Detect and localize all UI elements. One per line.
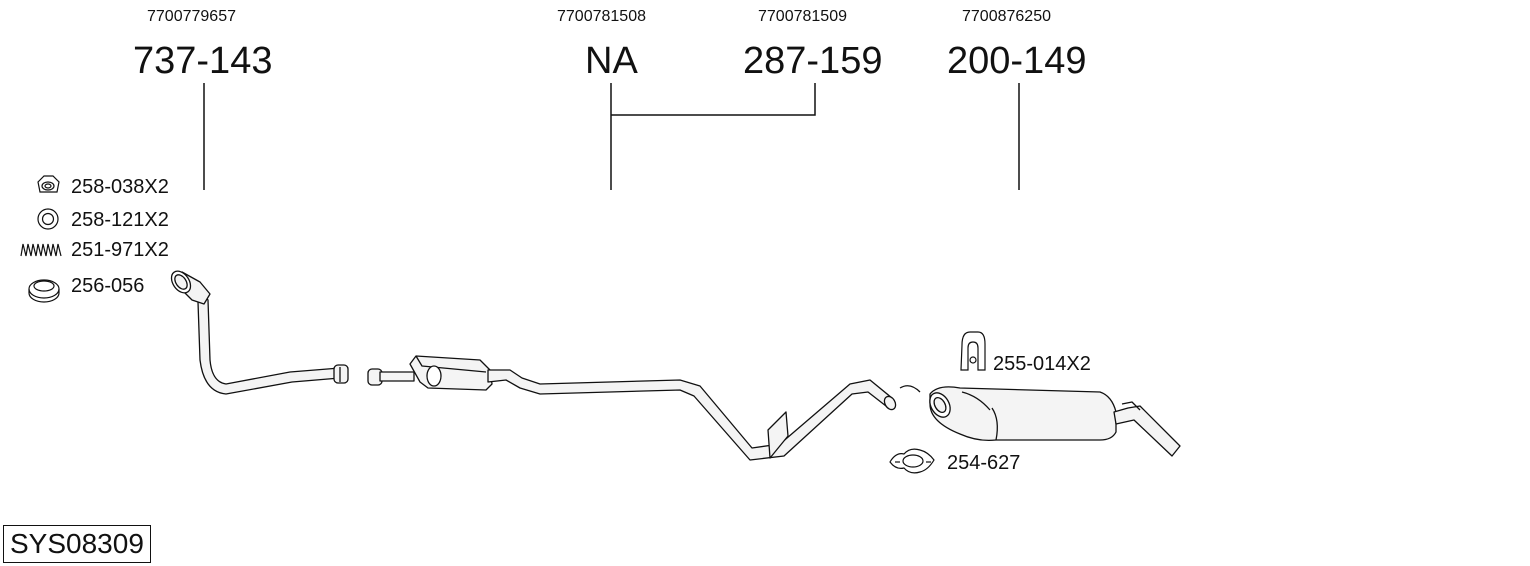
rubber-hanger-icon (960, 331, 986, 371)
system-code-box: SYS08309 (3, 525, 151, 563)
accessory-label-washer[interactable]: 258-121X2 (71, 209, 169, 231)
spring-icon (20, 243, 62, 257)
accessory-label-nut[interactable]: 258-038X2 (71, 176, 169, 198)
part-number-center-pipe[interactable]: 287-159 (743, 40, 883, 82)
center-section-part[interactable] (367, 355, 898, 461)
gasket-ring-icon (28, 279, 60, 303)
oem-number-center-section: 7700781508 (557, 8, 646, 25)
rear-muffler-part[interactable] (899, 385, 1181, 457)
leader-lines (203, 83, 1020, 190)
accessory-label-gasket[interactable]: 256-056 (71, 275, 145, 297)
accessory-label-clamp[interactable]: 254-627 (947, 452, 1021, 474)
leader-line-center-section (610, 83, 816, 190)
pipe-clamp-icon (889, 448, 935, 474)
accessory-label-spring[interactable]: 251-971X2 (71, 239, 169, 261)
hex-nut-icon (37, 175, 60, 193)
oem-number-rear-muffler: 7700876250 (962, 8, 1051, 25)
front-pipe-part[interactable] (168, 268, 349, 395)
washer-ring-icon (37, 208, 59, 230)
oem-number-front-pipe: 7700779657 (147, 8, 236, 25)
part-number-rear-muffler[interactable]: 200-149 (947, 40, 1087, 82)
part-number-center-section[interactable]: NA (585, 40, 638, 82)
part-number-front-pipe[interactable]: 737-143 (133, 40, 273, 82)
oem-number-center-pipe: 7700781509 (758, 8, 847, 25)
accessory-label-hanger[interactable]: 255-014X2 (993, 353, 1091, 375)
